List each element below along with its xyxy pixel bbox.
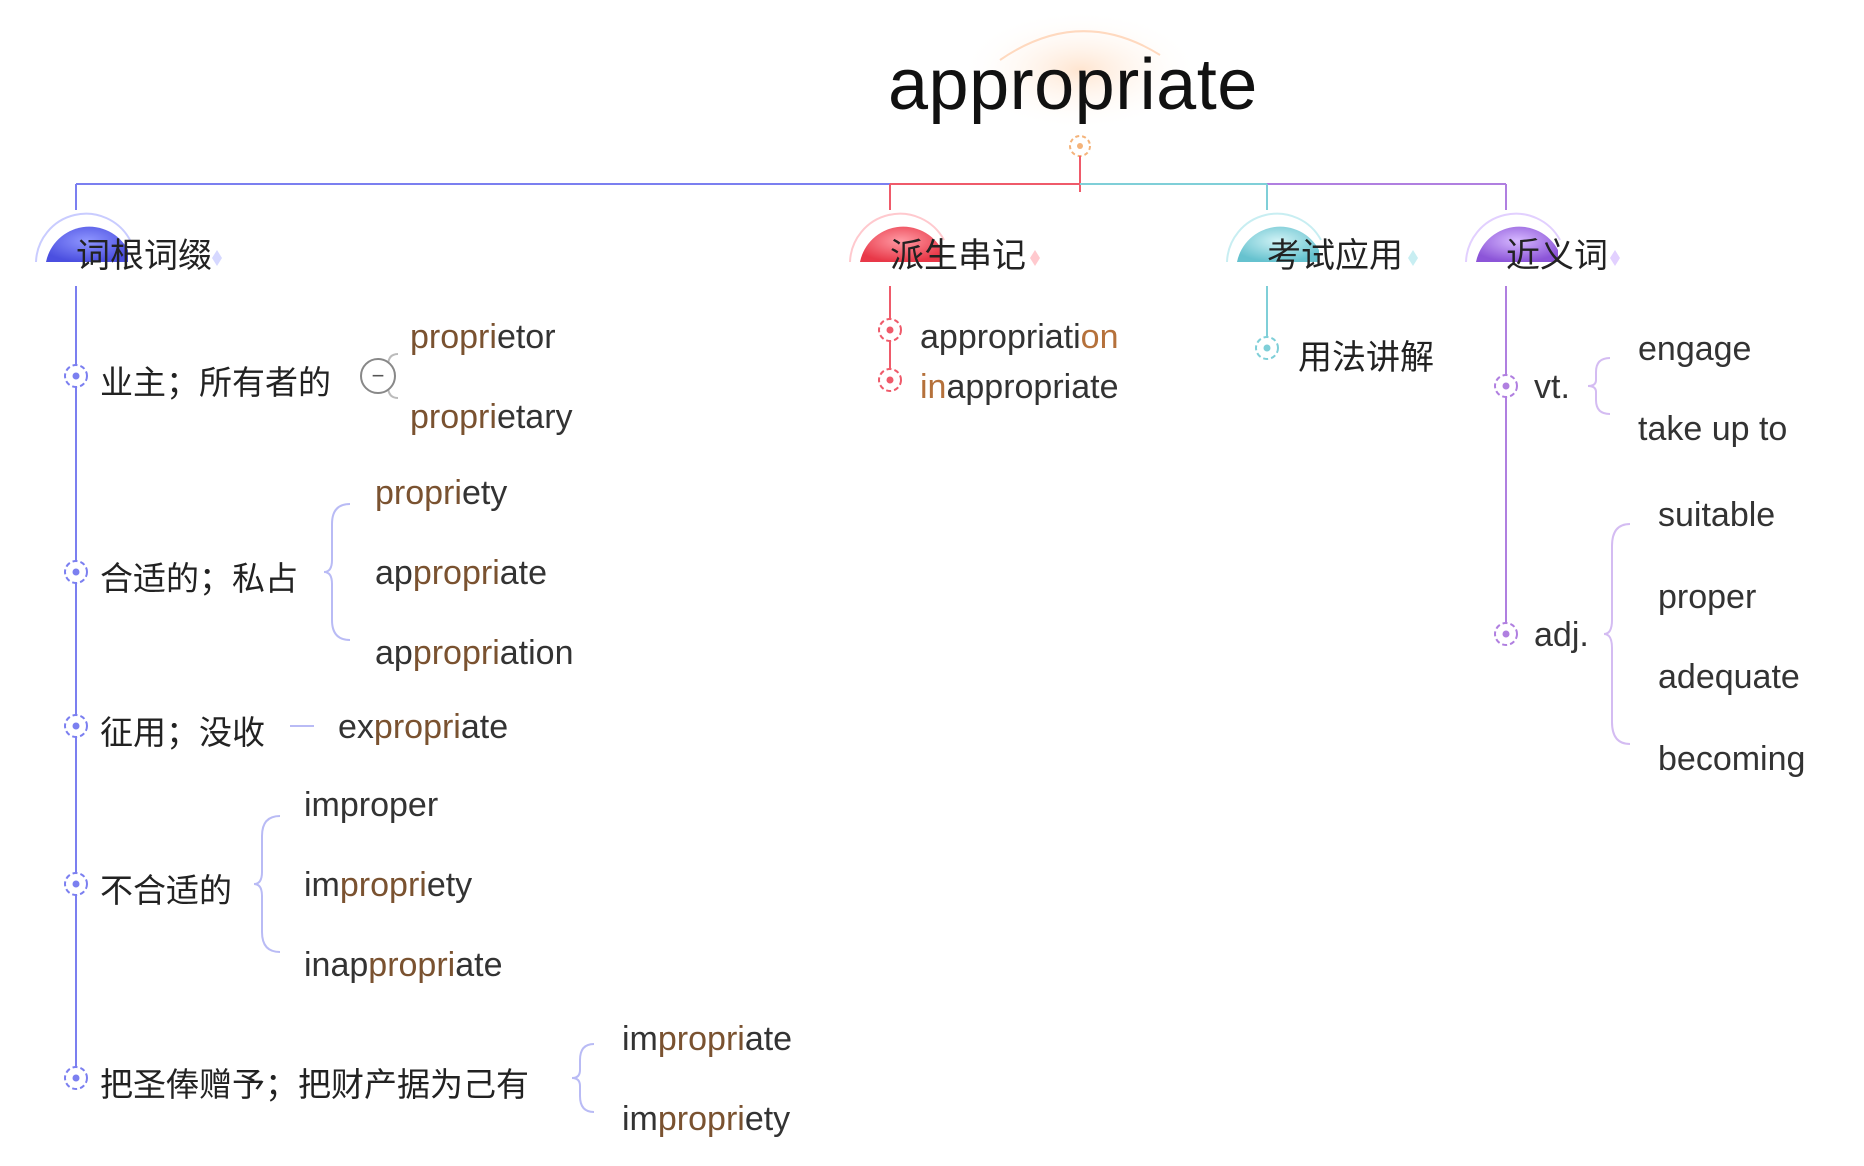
word-post: ety	[461, 474, 508, 512]
expand-icon-exam-1	[1255, 336, 1279, 360]
word-node[interactable]: proprietary	[410, 398, 573, 437]
expand-icon-synonym-2	[1494, 622, 1518, 646]
word-post: etor	[496, 318, 556, 356]
word-pre: ap	[375, 634, 413, 672]
word-root: propri	[373, 708, 461, 746]
word-affix: in	[920, 368, 947, 406]
word-pre: ex	[338, 708, 374, 746]
word-node[interactable]: impropriety	[304, 866, 472, 905]
word-post: ate	[455, 946, 503, 984]
word-root: propri	[410, 398, 497, 436]
category-badge-icon-derivation	[849, 212, 1040, 266]
brace-synonym-2	[1603, 523, 1631, 745]
expand-icon-derivation-1	[878, 318, 902, 342]
exam-usage-node[interactable]: 用法讲解	[1298, 339, 1434, 377]
word-pre: improper	[304, 786, 439, 824]
root-label-4[interactable]: 不合适的	[100, 872, 232, 909]
synonym-word[interactable]: engage	[1638, 330, 1752, 368]
synonym-word[interactable]: becoming	[1658, 740, 1806, 778]
derivation-node[interactable]: appropriation	[920, 318, 1118, 357]
category-derivation[interactable]: 派生串记	[890, 237, 1026, 275]
synonym-word[interactable]: proper	[1658, 578, 1757, 616]
word-node[interactable]: impropriate	[622, 1020, 792, 1059]
word-pre: im	[304, 866, 340, 904]
minus-circle-icon[interactable]: −	[360, 358, 396, 394]
brace-synonym-1	[1587, 357, 1611, 415]
word-root: propri	[375, 474, 462, 512]
derivation-node[interactable]: inappropriate	[920, 368, 1118, 407]
word-node[interactable]: proprietor	[410, 318, 556, 357]
word-post: ate	[744, 1020, 793, 1058]
word-node[interactable]: appropriation	[375, 634, 574, 673]
root-label-2[interactable]: 合适的；私占	[100, 560, 298, 597]
word-affix: on	[1080, 318, 1119, 356]
category-badge-icon-roots	[35, 212, 222, 266]
word-node[interactable]: inappropriate	[304, 946, 502, 985]
word-pre: inap	[304, 946, 369, 984]
word-post: ate	[460, 708, 509, 746]
synonym-pos[interactable]: adj.	[1534, 616, 1589, 654]
expand-icon-root-4	[64, 872, 88, 896]
word-post: ation	[499, 634, 574, 672]
root-label-3[interactable]: 征用；没收	[100, 714, 265, 751]
synonym-word[interactable]: suitable	[1658, 496, 1776, 534]
root-expand-icon	[1069, 135, 1091, 157]
expand-icon-synonym-1	[1494, 374, 1518, 398]
word-node[interactable]: impropriety	[622, 1100, 790, 1139]
root-title[interactable]: appropriate	[888, 45, 1258, 125]
word-post: etary	[496, 398, 573, 436]
word-root: propri	[410, 318, 497, 356]
word-pre: im	[622, 1100, 658, 1138]
root-label-5[interactable]: 把圣俸赠予；把财产据为己有	[100, 1066, 529, 1103]
word-node[interactable]: propriety	[375, 474, 507, 513]
word-root: propri	[657, 1100, 745, 1138]
word-pre: im	[622, 1020, 658, 1058]
brace-root-4	[253, 815, 281, 953]
word-post: ety	[426, 866, 473, 904]
word-root: propri	[657, 1020, 745, 1058]
word-pre: appropriati	[920, 318, 1081, 356]
root-label-1[interactable]: 业主；所有者的	[100, 364, 331, 401]
word-root: propri	[339, 866, 427, 904]
expand-icon-root-2	[64, 560, 88, 584]
category-badge-icon-exam	[1226, 212, 1418, 266]
brace-root-5	[571, 1043, 595, 1113]
root-glow	[960, 10, 1200, 130]
word-pre: ap	[375, 554, 413, 592]
word-root: propri	[368, 946, 456, 984]
expand-icon-root-3	[64, 714, 88, 738]
word-post: ety	[744, 1100, 791, 1138]
category-exam[interactable]: 考试应用	[1267, 237, 1403, 275]
word-post: appropriate	[946, 368, 1119, 406]
expand-icon-root-5	[64, 1066, 88, 1090]
brace-root-2	[323, 503, 351, 641]
word-root: propri	[412, 554, 500, 592]
word-post: ate	[499, 554, 548, 592]
synonym-pos[interactable]: vt.	[1534, 368, 1570, 406]
category-synonyms[interactable]: 近义词	[1506, 237, 1608, 275]
expand-icon-root-1	[64, 364, 88, 388]
category-badge-icon-synonyms	[1465, 212, 1620, 266]
category-roots[interactable]: 词根词缀	[76, 237, 212, 275]
word-root: propri	[412, 634, 500, 672]
word-node[interactable]: appropriate	[375, 554, 547, 593]
word-node[interactable]: expropriate	[338, 708, 508, 747]
expand-icon-derivation-2	[878, 368, 902, 392]
word-node[interactable]: improper	[304, 786, 438, 825]
synonym-word[interactable]: take up to	[1638, 410, 1788, 448]
synonym-word[interactable]: adequate	[1658, 658, 1800, 696]
